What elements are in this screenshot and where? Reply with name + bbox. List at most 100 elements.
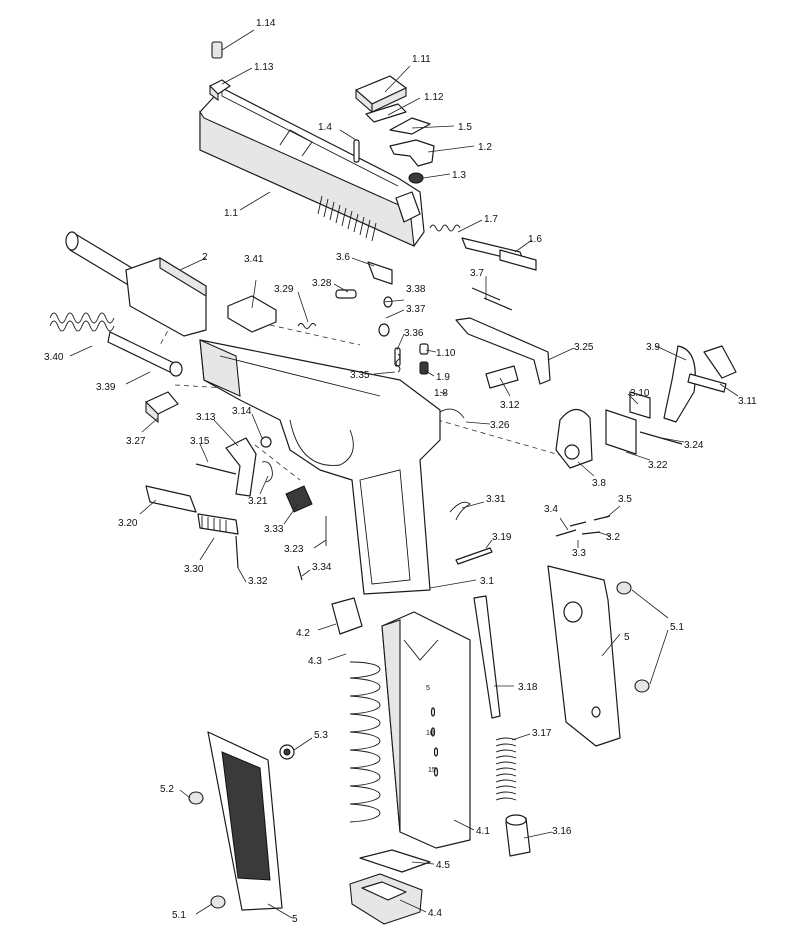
label-3-27: 3.27 [126,436,146,447]
label-3-15: 3.15 [190,436,210,447]
decocking-parts [485,345,737,469]
leader-lines [69,29,739,919]
label-5-3: 5.3 [314,730,328,741]
recoil-guide-rod [107,331,183,377]
grip-screw-left [188,791,226,909]
slide-catch-lever [455,317,551,385]
label-1-7: 1.7 [484,214,498,225]
label-1-3: 1.3 [452,170,466,181]
label-3-34: 3.34 [312,562,332,573]
frame-part [199,339,441,595]
grip-screw-bottom-right [634,679,650,693]
label-4-2: 4.2 [296,628,310,639]
label-1-11: 1.11 [412,54,431,65]
breech-block-parts [353,75,435,184]
label-5-1-top: 5.1 [670,622,684,633]
label-3-29: 3.29 [274,284,294,295]
barrel-part [65,231,207,337]
label-3-26: 3.26 [490,420,510,431]
label-3-7: 3.7 [470,268,484,279]
magazine-follower [331,597,363,635]
label-3-13: 3.13 [196,412,216,423]
label-3-20: 3.20 [118,518,138,529]
label-1-6: 1.6 [528,234,542,245]
label-3-5: 3.5 [618,494,632,505]
label-3-36: 3.36 [404,328,424,339]
magazine-mark-5: 5 [426,685,430,692]
label-2: 2 [202,252,208,263]
label-3-12: 3.12 [500,400,520,411]
label-3-16: 3.16 [552,826,572,837]
label-3-32: 3.32 [248,576,268,587]
grip-screw-top-right [616,581,632,595]
rear-sight-screw [211,41,223,59]
magazine-mark-15: 15 [428,767,436,774]
label-3-19: 3.19 [492,532,512,543]
label-3-41: 3.41 [244,254,264,265]
label-3-39: 3.39 [96,382,116,393]
misc-pins [449,501,611,565]
part-labels: 1.14 1.13 1.11 1.12 1.5 1.4 1.2 1.3 1.1 … [44,18,757,925]
label-1-10: 1.10 [436,348,456,359]
label-1-1: 1.1 [224,208,238,219]
label-3-22: 3.22 [648,460,668,471]
label-3-31: 3.31 [486,494,506,505]
magazine-catch-spring [495,737,517,801]
label-3-14: 3.14 [232,406,252,417]
label-3-23: 3.23 [284,544,304,555]
label-3-38: 3.38 [406,284,426,295]
trigger-group [145,391,327,581]
label-3-30: 3.30 [184,564,204,575]
label-4-5: 4.5 [436,860,450,871]
label-3-11: 3.11 [738,396,757,407]
magazine-catch-stop [505,814,531,857]
magazine-catch-lever [473,595,501,719]
label-3-4: 3.4 [544,504,558,515]
magazine-mark-10: 10 [426,730,434,737]
label-3-9: 3.9 [646,342,660,353]
magazine-tube [381,611,471,849]
label-5-left: 5 [292,914,298,925]
label-1-12: 1.12 [424,92,444,103]
label-3-3: 3.3 [572,548,586,559]
label-1-14: 1.14 [256,18,276,29]
label-5-right: 5 [624,632,630,643]
label-3-35: 3.35 [350,370,370,381]
slide-part [199,87,425,247]
label-1-13: 1.13 [254,62,274,73]
label-3-37: 3.37 [406,304,426,315]
assembly-guide-lines [159,299,561,481]
label-3-1: 3.1 [480,576,494,587]
grip-panel-left [207,731,283,911]
label-3-10: 3.10 [630,388,650,399]
label-5-1-bottom: 5.1 [172,910,186,921]
label-3-40: 3.40 [44,352,64,363]
label-3-18: 3.18 [518,682,538,693]
magazine-floorplate [349,849,431,925]
label-4-4: 4.4 [428,908,442,919]
label-3-6: 3.6 [336,252,350,263]
firing-pin-assembly [429,224,537,271]
grip-panel-right [547,565,621,747]
label-1-4: 1.4 [318,122,332,133]
label-3-17: 3.17 [532,728,552,739]
label-5-2: 5.2 [160,784,174,795]
label-3-28: 3.28 [312,278,332,289]
label-4-3: 4.3 [308,656,322,667]
label-3-8: 3.8 [592,478,606,489]
label-3-33: 3.33 [264,524,284,535]
label-1-5: 1.5 [458,122,472,133]
small-frame-parts [227,261,513,419]
label-1-8: 1.8 [434,388,448,399]
label-3-21: 3.21 [248,496,268,507]
label-1-2: 1.2 [478,142,492,153]
label-4-1: 4.1 [476,826,490,837]
rear-sight-part [209,79,231,102]
label-3-2: 3.2 [606,532,620,543]
recoil-spring [49,312,115,332]
magazine-spring [349,661,381,823]
grip-bushing [279,744,295,760]
label-1-9: 1.9 [436,372,450,383]
